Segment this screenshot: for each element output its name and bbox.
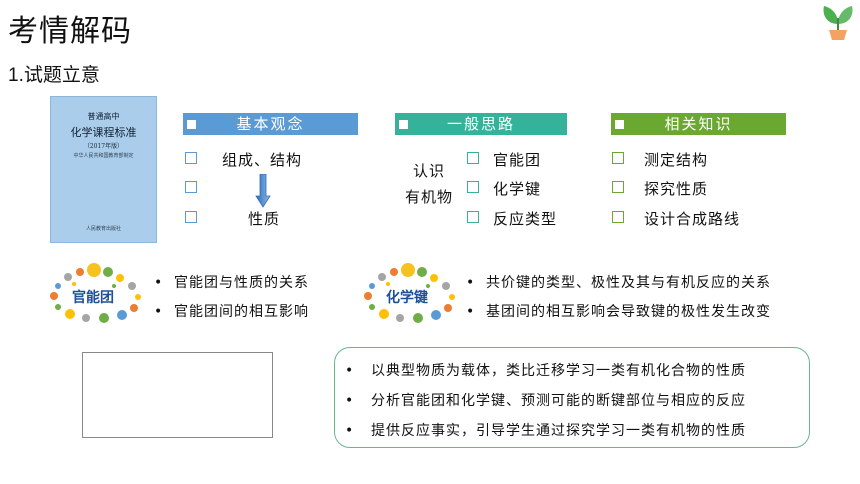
down-arrow-icon	[255, 174, 271, 208]
book-title: 化学课程标准	[70, 126, 137, 139]
header-label: 一般思路	[446, 115, 515, 133]
checkbox-icon	[467, 181, 479, 193]
cluster-label-functional-group: 官能团	[72, 290, 114, 306]
bullet-icon: •	[466, 304, 476, 320]
section-subtitle: 1.试题立意	[8, 65, 100, 86]
left-bullet-2: • 官能团间的相互影响	[154, 301, 309, 321]
checkbox-icon	[185, 152, 197, 164]
header-basic-concepts: 基本观念	[183, 113, 358, 135]
summary-box: • 以典型物质为载体，类比迁移学习一类有机化合物的性质 • 分析官能团和化学键、预测…	[334, 347, 810, 448]
header-related-knowledge: 相关知识	[611, 113, 786, 135]
col2-item-2: 化学键	[493, 180, 542, 198]
organic-compound-label: 有机物	[405, 188, 454, 206]
header-label: 相关知识	[664, 115, 733, 133]
header-checkbox-icon	[614, 119, 625, 130]
header-checkbox-icon	[398, 119, 409, 130]
sprout-logo-icon	[823, 6, 853, 40]
bullet-icon: •	[466, 275, 476, 291]
left-bullet-1: • 官能团与性质的关系	[154, 272, 309, 292]
bullet-icon: •	[154, 304, 164, 320]
blank-image-placeholder	[82, 352, 273, 438]
book-edition: （2017年版）	[83, 143, 124, 150]
bubble-cluster-icon	[364, 263, 455, 323]
header-checkbox-icon	[186, 119, 197, 130]
right-bullet-1: • 共价键的类型、极性及其与有机反应的关系	[466, 272, 771, 292]
bullet-icon: •	[154, 275, 164, 291]
recognize-label: 认识	[413, 162, 446, 180]
bullet-icon: •	[345, 423, 355, 439]
bullet-text: 官能团间的相互影响	[174, 304, 309, 320]
col3-item-3: 设计合成路线	[644, 210, 741, 228]
bullet-text: 提供反应事实，引导学生通过探究学习一类有机物的性质	[371, 423, 746, 439]
checkbox-icon	[612, 152, 624, 164]
checkbox-icon	[612, 181, 624, 193]
bullet-text: 基团间的相互影响会导致键的极性发生改变	[486, 304, 771, 320]
bullet-icon: •	[345, 363, 355, 379]
bullet-text: 共价键的类型、极性及其与有机反应的关系	[486, 275, 771, 291]
col2-item-1: 官能团	[493, 151, 542, 169]
checkbox-icon	[185, 211, 197, 223]
book-publisher-line: 中华人民共和国教育部制定	[73, 153, 134, 159]
checkbox-icon	[467, 152, 479, 164]
bubble-cluster-icon	[50, 263, 141, 323]
book-press: 人民教育出版社	[85, 226, 121, 232]
header-label: 基本观念	[236, 115, 305, 133]
col1-item-3: 性质	[248, 210, 281, 228]
summary-bullet-1: • 以典型物质为载体，类比迁移学习一类有机化合物的性质	[345, 360, 746, 380]
checkbox-icon	[467, 211, 479, 223]
bullet-text: 官能团与性质的关系	[174, 275, 309, 291]
cluster-label-chemical-bond: 化学键	[386, 290, 428, 306]
checkbox-icon	[185, 181, 197, 193]
col1-item-1: 组成、结构	[222, 151, 303, 169]
checkbox-icon	[612, 211, 624, 223]
bullet-text: 以典型物质为载体，类比迁移学习一类有机化合物的性质	[371, 363, 746, 379]
summary-bullet-3: • 提供反应事实，引导学生通过探究学习一类有机物的性质	[345, 420, 746, 440]
bullet-text: 分析官能团和化学键、预测可能的断键部位与相应的反应	[371, 393, 746, 409]
header-general-approach: 一般思路	[395, 113, 567, 135]
right-bullet-2: • 基团间的相互影响会导致键的极性发生改变	[466, 301, 771, 321]
page-title: 考情解码	[8, 14, 132, 49]
summary-bullet-2: • 分析官能团和化学键、预测可能的断键部位与相应的反应	[345, 390, 746, 410]
bullet-icon: •	[345, 393, 355, 409]
book-line-1: 普通高中	[87, 112, 120, 121]
col2-item-3: 反应类型	[493, 210, 558, 228]
col3-item-2: 探究性质	[644, 180, 709, 198]
curriculum-book-cover: 普通高中 化学课程标准 （2017年版） 中华人民共和国教育部制定 人民教育出版…	[50, 96, 157, 243]
col3-item-1: 测定结构	[644, 151, 709, 169]
